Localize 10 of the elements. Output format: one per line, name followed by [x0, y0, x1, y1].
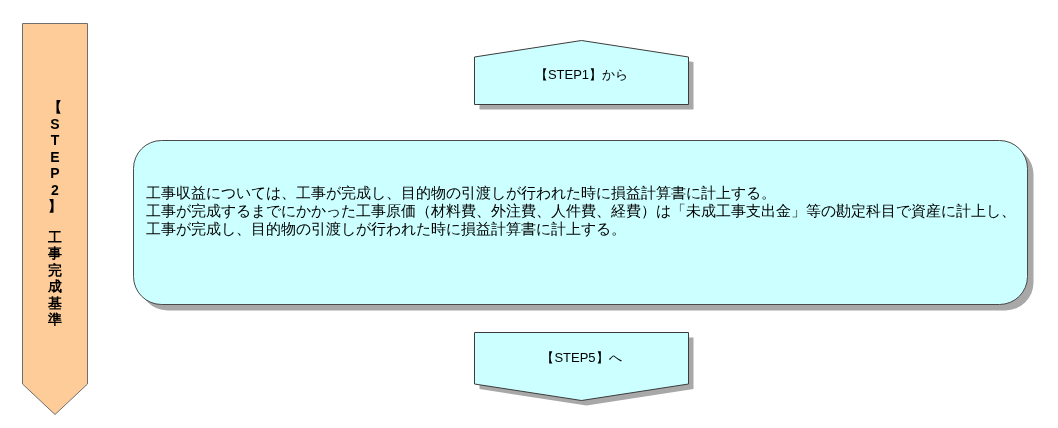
to-step-label: 【STEP5】へ [541, 349, 622, 367]
step-banner [22, 23, 88, 415]
to-step-box [474, 332, 694, 406]
from-step-box [474, 40, 694, 110]
step-label: 【STEP2】 [47, 99, 63, 215]
step-title: 工事完成基準 [47, 228, 63, 328]
description-text: 工事が完成するまでにかかった工事原価（材料費、外注費、人件費、経費）は「未成工事支出金」等の勘定科目で資産に計上し、工事が完成し、目的物の引渡しが行われた時に損益計算書に計上する。 [146, 202, 1017, 238]
description-box [133, 140, 1034, 311]
from-step-label: 【STEP1】から [534, 66, 629, 84]
description-text: 工事収益については、工事が完成し、目的物の引渡しが行われた時に損益計算書に計上する。 [146, 184, 777, 202]
